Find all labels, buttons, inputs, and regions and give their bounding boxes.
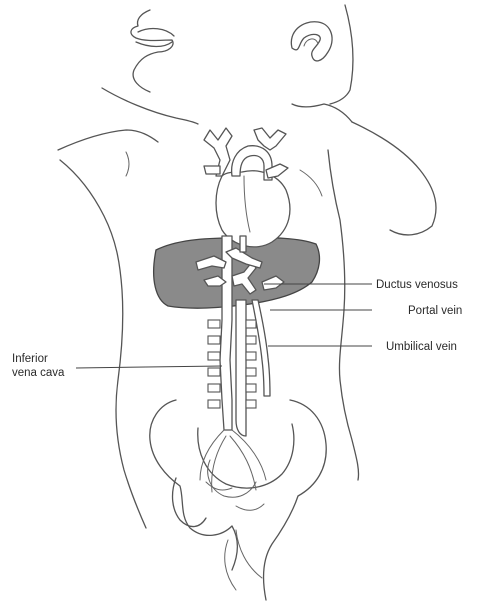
head-back [330,5,353,104]
pelvis-right [264,400,327,600]
neck-left [102,88,198,124]
left-vessel-branch [204,166,220,174]
ear-inner [304,39,318,46]
leg-fold [206,482,264,590]
ear [291,22,332,61]
shoulder-left-crease [126,152,129,176]
umbilical-vein [252,300,270,396]
body-right-side [328,150,359,480]
label-inferior-vena-cava-line1: Inferior [12,353,48,365]
lips [136,29,174,47]
liver-branch-up [240,236,246,252]
leader-inferior-vena-cava [76,366,222,368]
label-umbilical-vein: Umbilical vein [386,341,457,353]
descending-aorta [236,300,246,436]
body-left-outline [58,130,158,528]
face-outline [131,10,173,92]
shoulder-right-crease [300,170,322,196]
neck-right [292,104,352,122]
leg-left [173,478,206,527]
label-portal-vein: Portal vein [408,305,462,317]
body-right-outline [352,122,436,235]
label-inferior-vena-cava-line2: vena cava [12,367,65,379]
label-ductus-venosus: Ductus venosus [376,279,458,291]
